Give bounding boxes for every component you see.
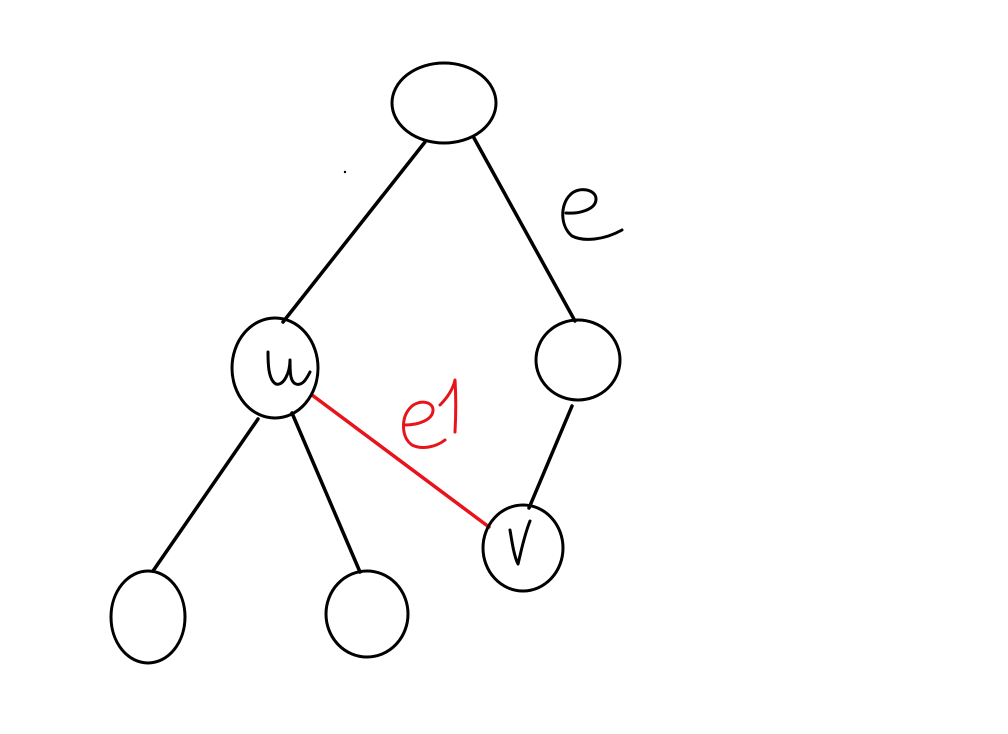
node-v-text: v xyxy=(512,559,513,561)
edge-root-right-child xyxy=(472,136,577,323)
edge-u-v-red xyxy=(310,393,491,529)
node-v-label: v xyxy=(508,519,532,566)
edge-u-left-leaf-2 xyxy=(290,411,362,574)
edge-e-prime-label: e' xyxy=(402,378,458,449)
stray-dot xyxy=(343,170,347,174)
edge-u-left-leaf-1 xyxy=(151,417,260,573)
node-left-leaf-2 xyxy=(324,569,410,659)
edge-e-text: e xyxy=(570,229,571,231)
node-left-leaf-1 xyxy=(109,569,187,665)
node-v xyxy=(481,503,565,593)
node-u-label: u xyxy=(266,350,312,386)
edge-root-u xyxy=(281,140,427,324)
node-u xyxy=(230,316,320,420)
edge-e-prime-text: e' xyxy=(410,439,412,441)
edge-e-label: e xyxy=(561,188,624,241)
node-root xyxy=(390,61,498,145)
node-right-child xyxy=(534,318,622,402)
edge-right-child-v xyxy=(527,404,574,510)
